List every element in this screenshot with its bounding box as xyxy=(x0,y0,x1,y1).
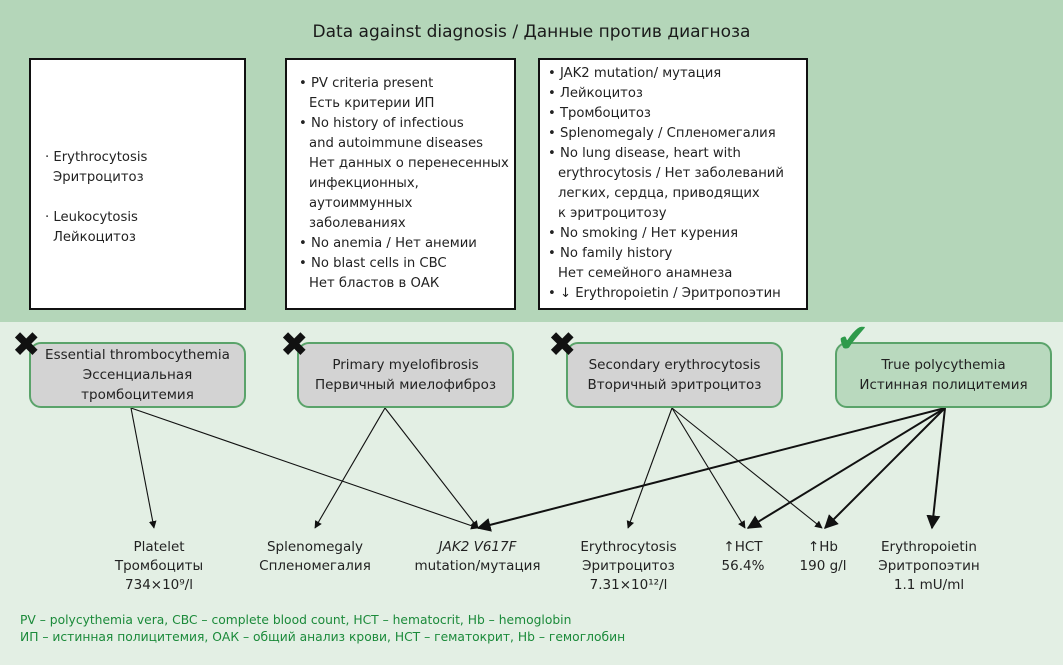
finding-value: 734×10⁹/l xyxy=(125,577,193,593)
finding-jak2: JAK2 V617F mutation/мутация xyxy=(410,538,545,576)
evidence-item: • JAK2 mutation/ мутация xyxy=(548,66,722,81)
evidence-item: and autoimmune diseases xyxy=(309,136,484,151)
evidence-item: · Erythrocytosis xyxy=(45,150,148,165)
evidence-item: • Лейкоцитоз xyxy=(548,86,643,101)
evidence-item: erythrocytosis / Нет заболеваний xyxy=(558,166,784,181)
finding-label: Platelet xyxy=(133,539,185,555)
arrow-et-to-jak2 xyxy=(130,407,479,530)
diagnosis-true-polycythemia: True polycythemia Истинная полицитемия xyxy=(835,342,1052,408)
evidence-item: инфекционных, xyxy=(309,176,419,191)
evidence-item: • No blast cells in CBC xyxy=(299,256,447,271)
finding-label: Erythropoietin xyxy=(881,539,977,555)
evidence-item: • No smoking / Нет курения xyxy=(548,226,739,241)
evidence-item: · Leukocytosis xyxy=(45,210,138,225)
finding-erythrocytosis: Erythrocytosis Эритроцитоз 7.31×10¹²/l xyxy=(571,538,686,595)
finding-splenomegaly: Splenomegaly Спленомегалия xyxy=(255,538,375,576)
rejected-cross-icon: ✖ xyxy=(548,325,577,365)
diagnosis-label-ru: Эссенциальная xyxy=(82,367,193,383)
abbreviations-legend-ru: ИП – истинная полицитемия, ОАК – общий а… xyxy=(20,630,626,644)
evidence-item: • ↓ Erythropoietin / Эритропоэтин xyxy=(548,286,781,301)
abbreviations-legend-en: PV – polycythemia vera, CBC – complete b… xyxy=(20,613,572,627)
diagnosis-label-ru: Первичный миелофиброз xyxy=(314,377,497,393)
finding-label: Splenomegaly xyxy=(266,539,364,555)
arrow-pv-to-hct xyxy=(746,407,946,529)
diagnosis-label-en: Primary myelofibrosis xyxy=(332,357,479,373)
arrow-pv-to-hb xyxy=(824,407,946,529)
finding-erythropoietin: Erythropoietin Эритропоэтин 1.1 mU/ml xyxy=(870,538,988,595)
finding-label: mutation/мутация xyxy=(414,558,541,574)
evidence-box-secondary-erythrocytosis: • JAK2 mutation/ мутация • Лейкоцитоз • … xyxy=(538,58,808,310)
finding-label: JAK2 V617F xyxy=(438,539,517,555)
finding-value: 190 g/l xyxy=(799,558,847,574)
finding-label: Эритроцитоз xyxy=(582,558,675,574)
arrow-se-to-hb xyxy=(671,407,823,529)
diagnosis-secondary-erythrocytosis: Secondary erythrocytosis Вторичный эритр… xyxy=(566,342,783,408)
finding-label: Эритропоэтин xyxy=(878,558,980,574)
evidence-box-essential-thrombocythemia: · Erythrocytosis Эритроцитоз · Leukocyto… xyxy=(29,58,246,310)
diagnosis-label-ru: Истинная полицитемия xyxy=(859,377,1028,393)
finding-label: ↑Hb xyxy=(807,539,839,555)
evidence-item: Лейкоцитоз xyxy=(53,230,136,245)
finding-label: ↑HCT xyxy=(723,539,763,555)
diagnosis-label-en: Essential thrombocythemia xyxy=(45,347,230,363)
finding-label: Тромбоциты xyxy=(114,558,204,574)
evidence-item: • PV criteria present xyxy=(299,76,434,91)
diagnosis-essential-thrombocythemia: Essential thrombocythemia Эссенциальная … xyxy=(29,342,246,408)
diagnosis-label-en: True polycythemia xyxy=(881,357,1006,373)
accepted-check-icon: ✔ xyxy=(836,316,870,362)
evidence-item: • No family history xyxy=(548,246,673,261)
finding-platelet: Platelet Тромбоциты 734×10⁹/l xyxy=(104,538,214,595)
arrow-pv-to-jak2 xyxy=(476,407,946,532)
evidence-item: • No lung disease, heart with xyxy=(548,146,741,161)
arrow-pmf-to-jak2 xyxy=(384,407,479,529)
finding-value: 7.31×10¹²/l xyxy=(589,577,668,593)
finding-value: 1.1 mU/ml xyxy=(893,577,965,593)
finding-value: 56.4% xyxy=(721,558,765,574)
evidence-item: аутоиммунных xyxy=(309,196,413,211)
evidence-item: заболеваниях xyxy=(309,216,406,231)
evidence-item: • No history of infectious xyxy=(299,116,464,131)
finding-label: Спленомегалия xyxy=(259,558,371,574)
finding-hct: ↑HCT 56.4% xyxy=(713,538,773,576)
evidence-item: Нет бластов в ОАК xyxy=(309,276,440,291)
evidence-item: • Тромбоцитоз xyxy=(548,106,651,121)
evidence-item: Нет данных о перенесенных xyxy=(309,156,509,171)
evidence-item: Есть критерии ИП xyxy=(309,96,435,111)
evidence-item: к эритроцитозу xyxy=(558,206,667,221)
diagnosis-label-ru: тромбоцитемия xyxy=(81,387,194,403)
diagnosis-primary-myelofibrosis: Primary myelofibrosis Первичный миелофиб… xyxy=(297,342,514,408)
arrow-se-to-erythrocytosis xyxy=(626,407,673,529)
rejected-cross-icon: ✖ xyxy=(12,325,41,365)
diagram-title: Data against diagnosis / Данные против д… xyxy=(312,22,751,42)
arrow-et-to-platelet xyxy=(130,407,157,529)
evidence-box-primary-myelofibrosis: • PV criteria present Есть критерии ИП •… xyxy=(285,58,516,310)
rejected-cross-icon: ✖ xyxy=(280,325,309,365)
arrow-pmf-to-splenomegaly xyxy=(314,407,386,529)
finding-hb: ↑Hb 190 g/l xyxy=(793,538,853,576)
evidence-item: Эритроцитоз xyxy=(53,170,144,185)
evidence-item: • No anemia / Нет анемии xyxy=(299,236,477,251)
evidence-item: легких, сердца, приводящих xyxy=(558,186,760,201)
evidence-item: Нет семейного анамнеза xyxy=(558,266,733,281)
arrow-pv-to-erythropoietin xyxy=(926,407,946,530)
diagnosis-label-ru: Вторичный эритроцитоз xyxy=(587,377,762,393)
finding-label: Erythrocytosis xyxy=(580,539,677,555)
evidence-item: • Splenomegaly / Спленомегалия xyxy=(548,126,776,141)
diagnosis-label-en: Secondary erythrocytosis xyxy=(588,357,761,373)
